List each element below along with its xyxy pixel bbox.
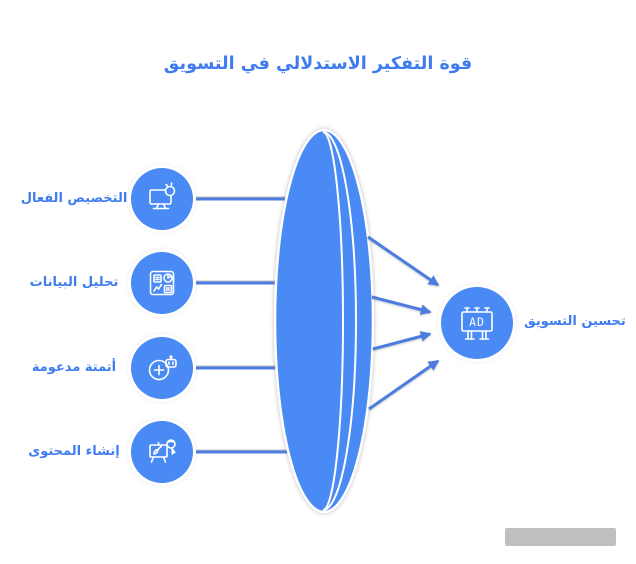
ai-automation-icon [142, 348, 182, 388]
input-node-automation [131, 337, 193, 399]
input-node-data-analysis [131, 252, 193, 314]
input-node-personalization [131, 168, 193, 230]
page-title: قوة التفكير الاستدلالي في التسويق [163, 54, 473, 74]
focus-lens-shape [273, 128, 375, 514]
input-node-content-creation [131, 421, 193, 483]
input-label-automation: أتمتة مدعومة [31, 360, 117, 375]
content-creation-icon [142, 432, 182, 472]
watermark-strip [505, 528, 616, 546]
output-label-marketing: تحسين التسويق [524, 314, 626, 329]
input-label-content-creation: إنشاء المحتوى [28, 444, 120, 459]
ad-billboard-icon: AD [453, 299, 501, 347]
output-node-marketing: AD [441, 287, 513, 359]
ad-badge-text: AD [469, 315, 485, 329]
input-label-personalization: التخصيص الفعال [20, 191, 128, 206]
output-arrow-lines [367, 235, 440, 411]
analytics-dashboard-icon [142, 263, 182, 303]
personalization-monitor-icon [142, 179, 182, 219]
input-label-data-analysis: تحليل البيانات [29, 275, 119, 290]
